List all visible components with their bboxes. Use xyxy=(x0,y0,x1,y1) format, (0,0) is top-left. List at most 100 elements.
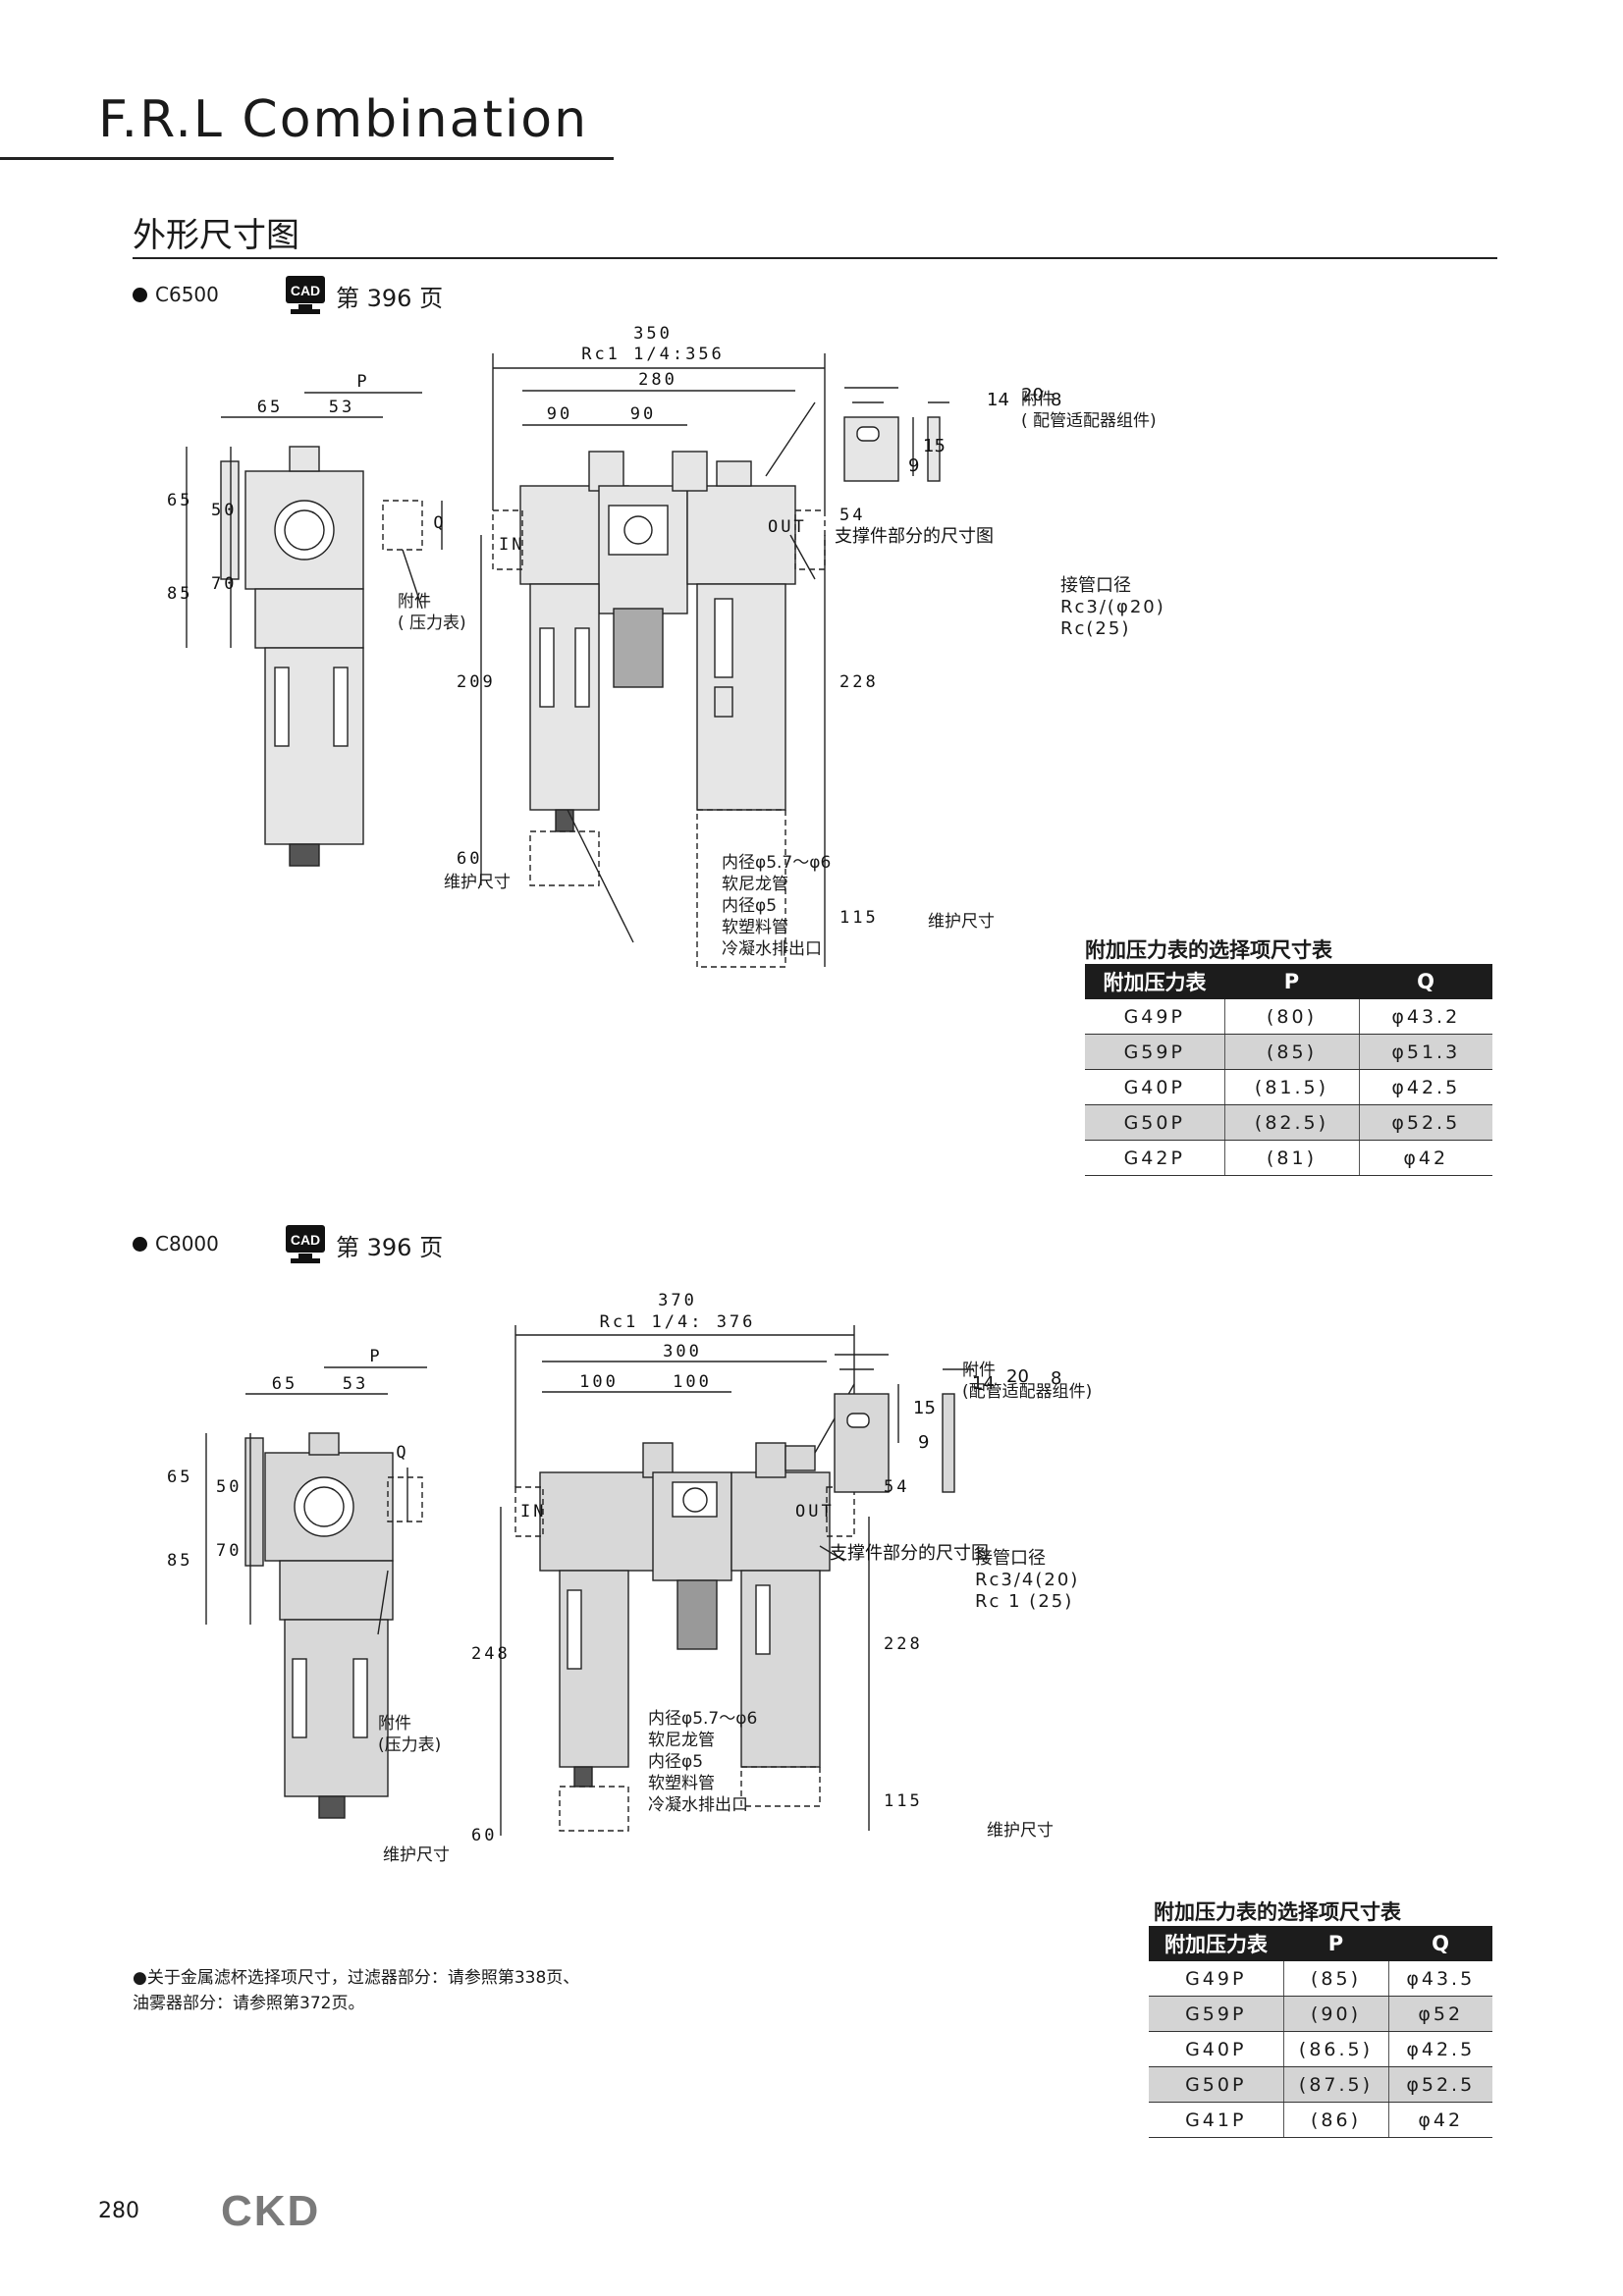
dim-280: 280 xyxy=(638,370,677,390)
bracket-caption: 支撑件部分的尺寸图 xyxy=(830,1543,989,1564)
bracket-dim-9: 9 xyxy=(908,455,919,476)
table-header: 附加压力表 xyxy=(1149,1926,1283,1961)
table-header: P xyxy=(1224,964,1359,999)
table-row: G40P(86.5)φ42.5 xyxy=(1149,2031,1492,2067)
table-cell: φ43.2 xyxy=(1358,999,1492,1035)
label-in: IN xyxy=(499,535,524,555)
table-cell: φ42 xyxy=(1387,2102,1492,2138)
port-size-callout: 接管口径 Rc3/(φ20) Rc(25) xyxy=(1060,575,1165,640)
table-row: G59P(90)φ52 xyxy=(1149,1996,1492,2032)
cad-reference: CAD 第 396 页 xyxy=(285,275,443,316)
drain-callout: 内径φ5.7～φ6 软尼龙管 内径φ5 软塑料管 冷凝水排出口 xyxy=(722,852,831,960)
table-cell: (82.5) xyxy=(1223,1104,1359,1141)
cad-reference: CAD 第 396 页 xyxy=(285,1224,443,1265)
dim-rc: Rc1 1/4: 376 xyxy=(600,1312,756,1332)
bracket-dim-8: 8 xyxy=(1051,390,1061,410)
callout-line: 内径φ5.7～φ6 xyxy=(722,853,832,873)
bracket-detail xyxy=(834,1393,955,1493)
table-header-row: 附加压力表 P Q xyxy=(1149,1926,1492,1961)
option-table: 附加压力表 P Q G49P(85)φ43.5 G59P(90)φ52 G40P… xyxy=(1149,1926,1492,2138)
dim-90a: 90 xyxy=(547,404,572,424)
table-cell: (86.5) xyxy=(1282,2031,1388,2067)
dim-70: 70 xyxy=(216,1541,242,1561)
callout-line: (配管适配器组件) xyxy=(962,1382,1093,1402)
model-name: C8000 xyxy=(155,1232,219,1255)
table-row: G41P(86)φ42 xyxy=(1149,2102,1492,2138)
callout-line: 附件 xyxy=(378,1714,411,1734)
bullet-icon xyxy=(133,287,147,302)
callout-line: 附件 xyxy=(398,592,431,612)
side-view xyxy=(244,1432,423,1819)
callout-line: 冷凝水排出口 xyxy=(648,1795,748,1815)
attachment-gauge-callout: 附件 ( 压力表) xyxy=(398,591,466,634)
ckd-logo: CKD xyxy=(221,2187,321,2235)
table-cell: (81) xyxy=(1223,1140,1359,1176)
cad-monitor-icon: CAD xyxy=(286,276,325,314)
metal-bowl-note: ●关于金属滤杯选择项尺寸，过滤器部分：请参照第338页、 油雾器部分：请参照第3… xyxy=(133,1965,579,2016)
bracket-dim-14: 14 xyxy=(987,390,1009,410)
cad-page-ref: 第 396 页 xyxy=(336,1233,444,1261)
dim-115: 115 xyxy=(839,908,879,928)
callout-line: 内径φ5 xyxy=(648,1752,704,1772)
maintenance-label: 维护尺寸 xyxy=(928,912,995,932)
svg-text:CAD: CAD xyxy=(291,1232,320,1248)
callout-line: ( 配管适配器组件) xyxy=(1021,411,1157,431)
dim-65h: 65 xyxy=(167,491,192,510)
table-cell: (90) xyxy=(1282,1996,1388,2032)
table-cell: φ42.5 xyxy=(1387,2031,1492,2067)
table-row: G59P(85)φ51.3 xyxy=(1085,1034,1492,1070)
label-out: OUT xyxy=(768,517,807,537)
callout-line: (压力表) xyxy=(378,1735,442,1755)
table-cell: G50P xyxy=(1149,2066,1283,2103)
table-cell: (80) xyxy=(1223,999,1359,1035)
dim-65h: 65 xyxy=(167,1468,192,1487)
dim-85: 85 xyxy=(167,584,192,604)
callout-line: ( 压力表) xyxy=(398,614,466,633)
dim-53: 53 xyxy=(329,398,354,417)
dim-228: 228 xyxy=(884,1634,923,1654)
option-table-title: 附加压力表的选择项尺寸表 xyxy=(1154,1900,1401,1924)
table-row: G49P(85)φ43.5 xyxy=(1149,1961,1492,1997)
bracket-dim-9: 9 xyxy=(918,1432,929,1453)
callout-line: 附件 xyxy=(1021,390,1055,409)
dim-65w: 65 xyxy=(257,398,283,417)
bracket-caption: 支撑件部分的尺寸图 xyxy=(835,526,994,547)
dim-overall: 370 xyxy=(658,1291,697,1310)
callout-line: 内径φ5 xyxy=(722,896,778,916)
dim-100b: 100 xyxy=(673,1372,712,1392)
callout-line: Rc 1 (25) xyxy=(975,1591,1074,1612)
callout-line: 软塑料管 xyxy=(648,1774,715,1793)
callout-line: 接管口径 xyxy=(975,1548,1046,1569)
table-cell: φ52.5 xyxy=(1358,1104,1492,1141)
dim-70: 70 xyxy=(211,574,237,594)
dim-60: 60 xyxy=(457,849,482,869)
attachment-adapter-callout: 附件 (配管适配器组件) xyxy=(962,1360,1092,1403)
dim-rc: Rc1 1/4:356 xyxy=(581,345,725,364)
table-cell: (85) xyxy=(1282,1961,1388,1997)
bracket-detail xyxy=(843,416,941,482)
table-cell: (81.5) xyxy=(1223,1069,1359,1105)
side-view xyxy=(220,446,423,867)
table-cell: G49P xyxy=(1085,999,1224,1035)
label-out: OUT xyxy=(795,1502,835,1522)
table-row: G49P(80)φ43.2 xyxy=(1085,999,1492,1035)
note-line: 油雾器部分：请参照第372页。 xyxy=(133,1994,365,2013)
dim-P: P xyxy=(356,372,369,392)
page-title: F.R.L Combination xyxy=(98,90,589,149)
cad-monitor-icon: CAD xyxy=(286,1225,325,1263)
table-cell: G42P xyxy=(1085,1140,1224,1176)
c8000-dimension-drawing: 370 Rc1 1/4: 376 300 100 100 65 53 P Q 6… xyxy=(167,1291,1061,1845)
callout-line: 软塑料管 xyxy=(722,918,788,937)
table-header: Q xyxy=(1359,964,1492,999)
table-cell: φ42 xyxy=(1358,1140,1492,1176)
bracket-dim-15: 15 xyxy=(913,1398,936,1418)
dim-300: 300 xyxy=(663,1342,702,1362)
callout-line: 接管口径 xyxy=(1060,575,1131,596)
model-name: C6500 xyxy=(155,283,219,306)
table-cell: (87.5) xyxy=(1282,2066,1388,2103)
table-cell: φ52 xyxy=(1387,1996,1492,2032)
drain-callout: 内径φ5.7～φ6 软尼龙管 内径φ5 软塑料管 冷凝水排出口 xyxy=(648,1708,757,1816)
dim-53: 53 xyxy=(343,1374,368,1394)
c6500-dimension-drawing: 350 Rc1 1/4:356 280 90 90 65 53 P Q 65 5… xyxy=(167,324,1061,968)
dim-65w: 65 xyxy=(272,1374,298,1394)
